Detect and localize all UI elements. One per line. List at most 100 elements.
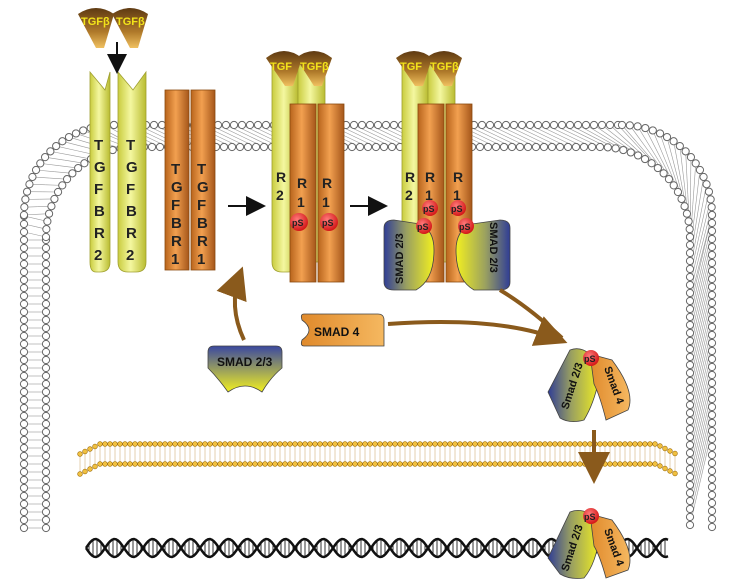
lipid-tail (249, 124, 274, 137)
lipid-tail (621, 124, 644, 150)
lipid-head (707, 210, 717, 220)
lipid-head (41, 523, 51, 533)
lipid-tail (144, 135, 169, 148)
lipid-head (19, 411, 29, 421)
nuclear-lipid-head (142, 461, 148, 467)
lipid-tail (368, 135, 393, 148)
phospho-site (290, 213, 308, 231)
lipid-tail (637, 126, 656, 157)
nuclear-lipid-head (192, 461, 198, 467)
nuclear-lipid-head (447, 461, 453, 467)
nuclear-lipid-head (342, 441, 348, 447)
nuclear-lipid-head (562, 441, 568, 447)
nuclear-lipid-head (352, 441, 358, 447)
lipid-tail (553, 124, 578, 137)
nuclear-lipid-head (322, 461, 328, 467)
nuclear-lipid-head (377, 441, 383, 447)
lipid-head (707, 306, 717, 316)
lipid-head (707, 242, 717, 252)
phospho-site (416, 218, 432, 234)
nuclear-lipid-head (517, 441, 523, 447)
nuclear-lipid-head (122, 461, 128, 467)
nuclear-lipid-head (102, 441, 108, 447)
nuclear-lipid-head (452, 441, 458, 447)
tgfbr2-left (89, 70, 111, 273)
lipid-head (707, 522, 717, 532)
lipid-head (79, 126, 88, 135)
lipid-tail (496, 135, 521, 148)
nuclear-lipid-head (617, 441, 623, 447)
lipid-tail (233, 124, 258, 137)
ligand-label-short: TGF (400, 61, 422, 73)
lipid-head (41, 259, 51, 269)
lipid-head (655, 129, 665, 138)
r2-label: 2 (405, 187, 413, 203)
lipid-head (19, 483, 29, 493)
lipid-head (707, 450, 717, 460)
nuclear-lipid-head (112, 461, 118, 467)
lipid-head (44, 209, 54, 218)
nuclear-lipid-head (307, 461, 313, 467)
lipid-head (41, 451, 51, 461)
lipid-head (50, 194, 59, 204)
lipid-head (71, 129, 81, 138)
nuclear-lipid-head (317, 441, 323, 447)
receptor-letter: G (126, 159, 138, 176)
nuclear-lipid-head (107, 461, 113, 467)
lipid-head (19, 435, 29, 445)
nuclear-lipid-head (237, 441, 243, 447)
lipid-head (19, 459, 29, 469)
lipid-head (389, 120, 399, 130)
nuclear-lipid-head (387, 441, 393, 447)
lipid-head (19, 315, 29, 325)
lipid-tail (352, 135, 377, 148)
nuclear-lipid-head (232, 461, 238, 467)
smad23-left (383, 219, 435, 291)
lipid-head (685, 392, 695, 402)
receptor-letter: 1 (171, 251, 179, 268)
nuclear-lipid-head (487, 461, 493, 467)
lipid-head (41, 507, 51, 517)
lipid-tail (679, 146, 686, 188)
smad23-right (455, 219, 511, 291)
nuclear-lipid-head (327, 461, 333, 467)
nuclear-lipid-head (417, 461, 423, 467)
lipid-tail (584, 135, 608, 148)
nuclear-lipid-head (197, 441, 203, 447)
lipid-head (41, 499, 51, 509)
nuclear-lipid-head (177, 441, 183, 447)
receptor-letter: 2 (126, 247, 134, 264)
lipid-head (557, 120, 567, 130)
nuclear-lipid-head (217, 461, 223, 467)
nuclear-lipid-head (317, 461, 323, 467)
smad23-shape (207, 345, 283, 393)
nuclear-lipid-head (297, 441, 303, 447)
nuclear-lipid-head (132, 461, 138, 467)
lipid-head (47, 202, 56, 211)
lipid-head (19, 491, 29, 501)
nuclear-lipid-head (487, 441, 493, 447)
lipid-tail (345, 124, 370, 137)
lipid-head (707, 370, 717, 380)
nuclear-lipid-head (507, 461, 513, 467)
nuclear-lipid-head (637, 441, 643, 447)
nuclear-lipid-head (272, 441, 278, 447)
nuclear-lipid-head (172, 441, 178, 447)
lipid-head (41, 483, 51, 493)
nuclear-lipid-head (207, 441, 213, 447)
receptor-letter: F (126, 181, 135, 198)
nuclear-lipid-head (147, 441, 153, 447)
lipid-head (707, 482, 717, 492)
nuclear-lipid-head (642, 441, 648, 447)
nuclear-lipid-head (517, 461, 523, 467)
smad23-label: SMAD 2/3 (394, 233, 406, 284)
phospho-label: pS (292, 218, 304, 228)
r1-label: 1 (322, 194, 330, 210)
nuclear-lipid-head (202, 461, 208, 467)
nuclear-lipid-head (627, 461, 633, 467)
lipid-head (533, 120, 543, 130)
lipid-head (605, 120, 615, 130)
ligand-right (426, 51, 462, 86)
lipid-head (685, 328, 695, 338)
